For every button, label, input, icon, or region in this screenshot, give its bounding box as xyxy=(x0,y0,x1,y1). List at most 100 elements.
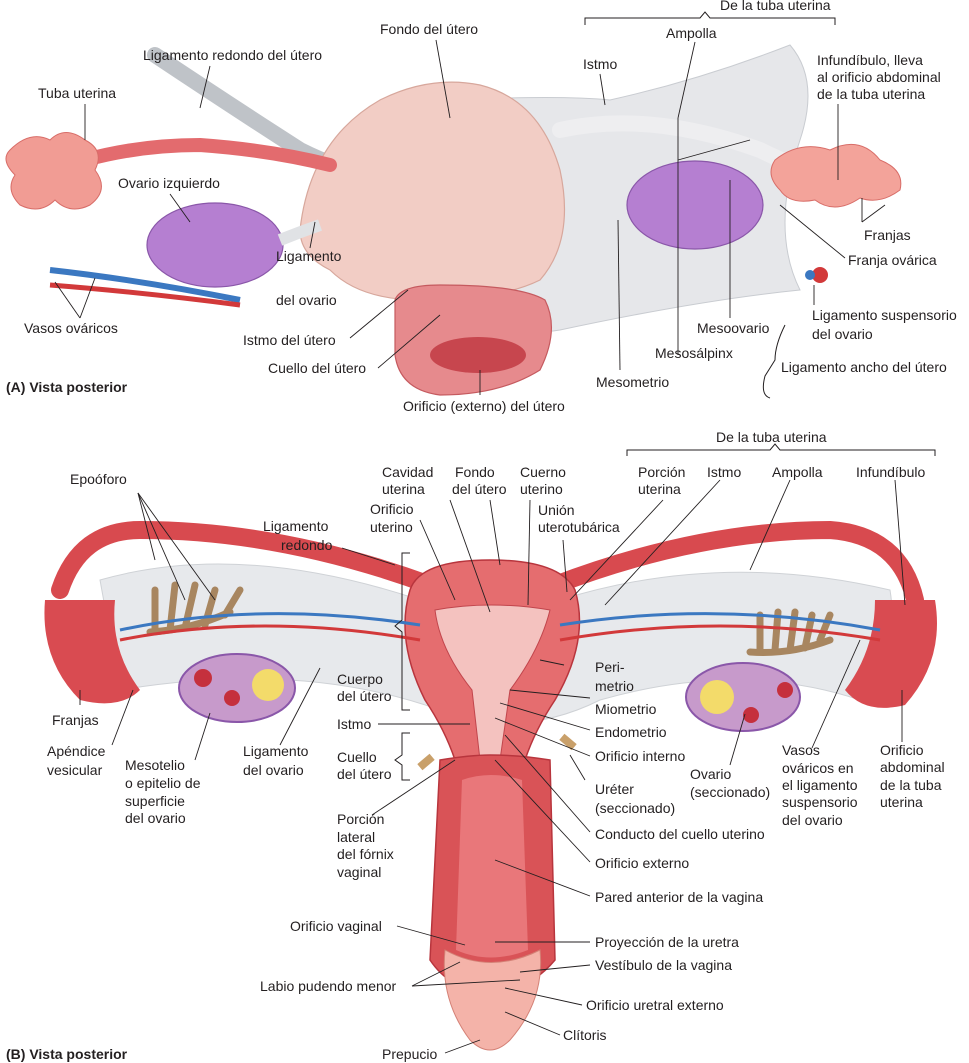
label-proyeccion-b: Proyección de la uretra xyxy=(595,934,739,950)
label-vestibulo-b: Vestíbulo de la vagina xyxy=(595,957,732,973)
label-conducto-b: Conducto del cuello uterino xyxy=(595,826,765,842)
label-ureter-1-b: Uréter xyxy=(595,781,634,797)
label-orificio-externo-a: Orificio (externo) del útero xyxy=(403,398,565,414)
panel-b-leaders xyxy=(79,443,936,1054)
panel-a-artwork xyxy=(5,44,902,396)
label-cavidad-1-b: Cavidad xyxy=(382,464,433,480)
label-infundibulo-b: Infundíbulo xyxy=(856,464,925,480)
label-orificio-vaginal-b: Orificio vaginal xyxy=(290,918,382,934)
label-mesotelio-2-b: o epitelio de xyxy=(125,775,201,791)
right-follicle-1 xyxy=(743,707,759,723)
caption-panel-b: (B) Vista posterior xyxy=(6,1046,128,1062)
label-lig-ovario-1-b: Ligamento xyxy=(243,743,309,759)
right-corpus xyxy=(700,680,734,714)
label-perimetrio-2-b: metrio xyxy=(595,678,634,694)
label-mesoovario-a: Mesoovario xyxy=(697,320,770,336)
label-orificio-externo-b: Orificio externo xyxy=(595,855,689,871)
right-ovary xyxy=(626,160,764,250)
label-prepucio-b: Prepucio xyxy=(382,1046,437,1062)
label-mesotelio-3-b: superficie xyxy=(125,793,185,809)
label-istmo-b: Istmo xyxy=(707,464,741,480)
label-orif-abd-4-b: uterina xyxy=(880,794,923,810)
label-ligamento-redondo-a: Ligamento redondo del útero xyxy=(143,47,322,63)
panel-a-leaders xyxy=(54,11,886,399)
right-infundibulum-b xyxy=(845,600,937,708)
label-de-la-tuba-b: De la tuba uterina xyxy=(716,429,827,445)
label-ovario-1-b: Ovario xyxy=(690,766,731,782)
left-follicle-1 xyxy=(194,669,212,687)
label-orif-uterino-1-b: Orificio xyxy=(370,501,414,517)
brace-cuerpo-b xyxy=(394,552,410,711)
left-infundibulum-b xyxy=(44,600,140,704)
label-endometrio-b: Endometrio xyxy=(595,724,667,740)
label-vasos-4-b: suspensorio xyxy=(782,794,858,810)
left-ovary xyxy=(146,202,284,288)
label-lig-suspensorio-2-a: del ovario xyxy=(812,326,873,342)
label-fondo-1-b: Fondo xyxy=(455,464,495,480)
label-orif-abd-1-b: Orificio xyxy=(880,742,924,758)
brace-ancho-a xyxy=(762,324,786,399)
label-cuello-utero-a: Cuello del útero xyxy=(268,360,366,376)
brace-tuba-b xyxy=(626,443,936,456)
left-tube-b xyxy=(51,520,439,599)
suspensory-vein-right xyxy=(805,270,815,280)
label-porcion-lat-4-b: vaginal xyxy=(337,864,381,880)
label-lig-ovario-2-b: del ovario xyxy=(243,762,304,778)
label-apendice-2-b: vesicular xyxy=(47,762,103,778)
label-cuerpo-1-b: Cuerpo xyxy=(337,671,383,687)
label-infundibulo-1-a: Infundíbulo, lleva xyxy=(817,52,923,68)
panel-b-artwork xyxy=(44,520,937,1051)
right-ovary-b xyxy=(685,662,801,732)
brace-cuello-b xyxy=(394,732,410,781)
label-porcion-lat-3-b: del fórnix xyxy=(337,846,394,862)
label-ovario-izquierdo-a: Ovario izquierdo xyxy=(118,175,220,191)
external-os-a xyxy=(430,337,526,373)
label-franjas-a: Franjas xyxy=(864,227,911,243)
label-ligamento-ovario-2-a: del ovario xyxy=(276,292,337,308)
uterine-cavity-b xyxy=(434,604,551,761)
epooforo-left xyxy=(146,581,244,636)
ovarian-vessels-left xyxy=(49,267,241,303)
right-tube-b xyxy=(546,520,924,609)
panel-a-labels: Fondo del útero De la tuba uterina Ligam… xyxy=(6,0,957,414)
label-infundibulo-3-a: de la tuba uterina xyxy=(817,86,925,102)
vagina-lumen-b xyxy=(456,775,528,958)
label-porcion-2-b: uterina xyxy=(638,481,681,497)
label-fondo-2-b: del útero xyxy=(452,481,507,497)
left-tube xyxy=(78,137,337,172)
ureter-stub-left xyxy=(417,753,435,771)
label-orificio-uretral-b: Orificio uretral externo xyxy=(586,997,724,1013)
label-istmo-utero-b: Istmo xyxy=(337,716,371,732)
label-clitoris-b: Clítoris xyxy=(563,1027,607,1043)
label-infundibulo-2-a: al orificio abdominal xyxy=(817,69,941,85)
vulva-b xyxy=(443,949,542,1051)
label-lig-suspensorio-1-a: Ligamento suspensorio xyxy=(812,307,957,323)
label-cuello-2-b: del útero xyxy=(337,766,392,782)
label-labio-b: Labio pudendo menor xyxy=(260,978,397,994)
label-pared-anterior-b: Pared anterior de la vagina xyxy=(595,889,763,905)
right-fimbriae xyxy=(770,143,902,208)
label-orif-uterino-2-b: uterino xyxy=(370,519,413,535)
label-franja-ovarica-a: Franja ovárica xyxy=(848,252,937,268)
right-follicle-2 xyxy=(777,682,793,698)
label-fondo-utero-a: Fondo del útero xyxy=(380,21,478,37)
label-cavidad-2-b: uterina xyxy=(382,481,425,497)
label-mesosalpinx-a: Mesosálpinx xyxy=(655,345,733,361)
label-mesotelio-1-b: Mesotelio xyxy=(125,757,185,773)
label-miometrio-b: Miometrio xyxy=(595,701,657,717)
uterus-body-a xyxy=(299,81,566,301)
label-cuello-1-b: Cuello xyxy=(337,749,377,765)
label-de-la-tuba-a: De la tuba uterina xyxy=(720,0,831,13)
label-lig-redondo-1-b: Ligamento xyxy=(263,518,329,534)
label-lig-redondo-2-b: redondo xyxy=(281,537,333,553)
uterine-arteries-b xyxy=(119,624,881,642)
left-fimbriae xyxy=(5,132,102,210)
label-vasos-3-b: el ligamento xyxy=(782,777,858,793)
label-franjas-b: Franjas xyxy=(52,712,99,728)
left-corpus xyxy=(252,669,284,701)
label-porcion-lat-2-b: lateral xyxy=(337,829,375,845)
label-union-2-b: uterotubárica xyxy=(538,519,620,535)
label-mesotelio-4-b: del ovario xyxy=(125,810,186,826)
label-ampolla-a: Ampolla xyxy=(666,25,717,41)
